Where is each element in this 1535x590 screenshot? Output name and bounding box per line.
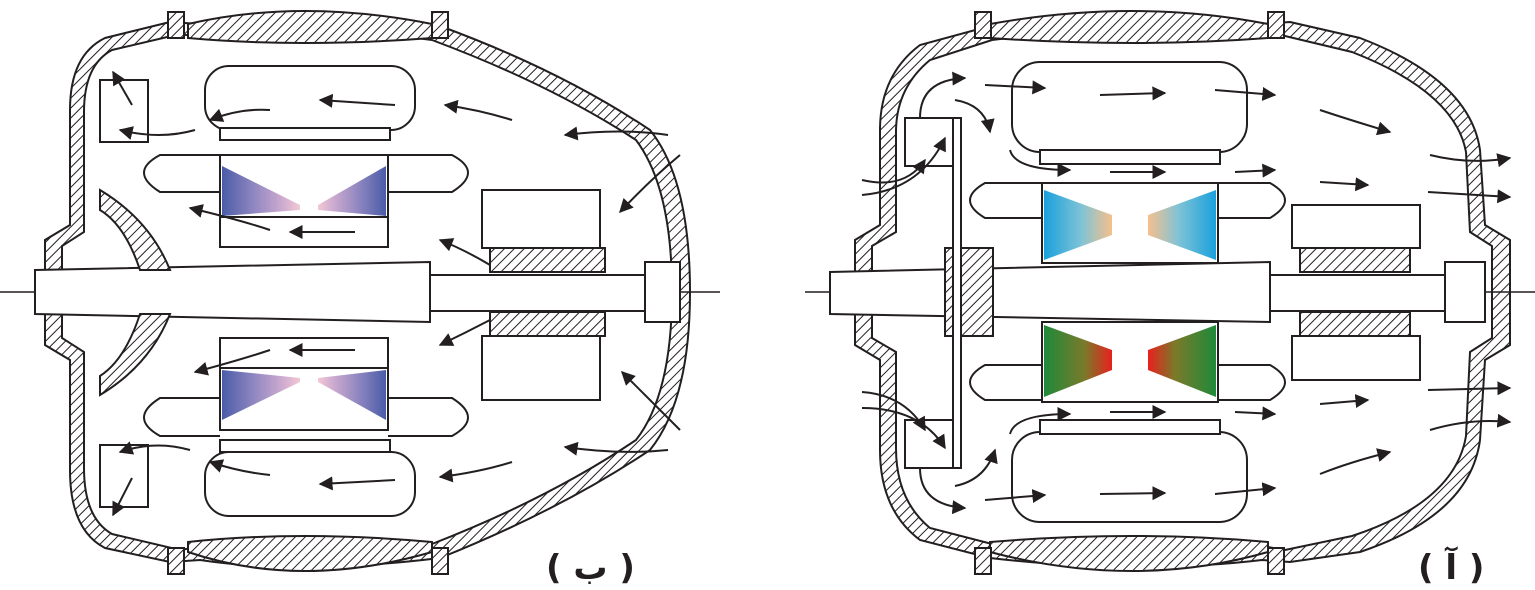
panel-right bbox=[805, 10, 1535, 575]
stator-yoke-top-left bbox=[187, 10, 433, 44]
winding-top-left bbox=[204, 65, 416, 131]
stator-yoke-top-right bbox=[989, 10, 1269, 44]
panel-label-left: ( ب ) bbox=[546, 548, 635, 588]
shaft-left bbox=[34, 260, 431, 324]
fan-right bbox=[904, 117, 954, 167]
panel-left bbox=[0, 10, 720, 575]
stator-yoke-bottom-left bbox=[187, 535, 433, 572]
winding-top-right bbox=[1011, 61, 1248, 153]
winding-bottom-right bbox=[1011, 431, 1248, 523]
panel-label-right: ( آ ) bbox=[1418, 548, 1485, 588]
fan-left bbox=[99, 188, 172, 271]
shaft-right bbox=[829, 260, 1271, 324]
winding-bottom-left bbox=[204, 451, 416, 517]
stator-yoke-bottom-right bbox=[989, 535, 1269, 572]
